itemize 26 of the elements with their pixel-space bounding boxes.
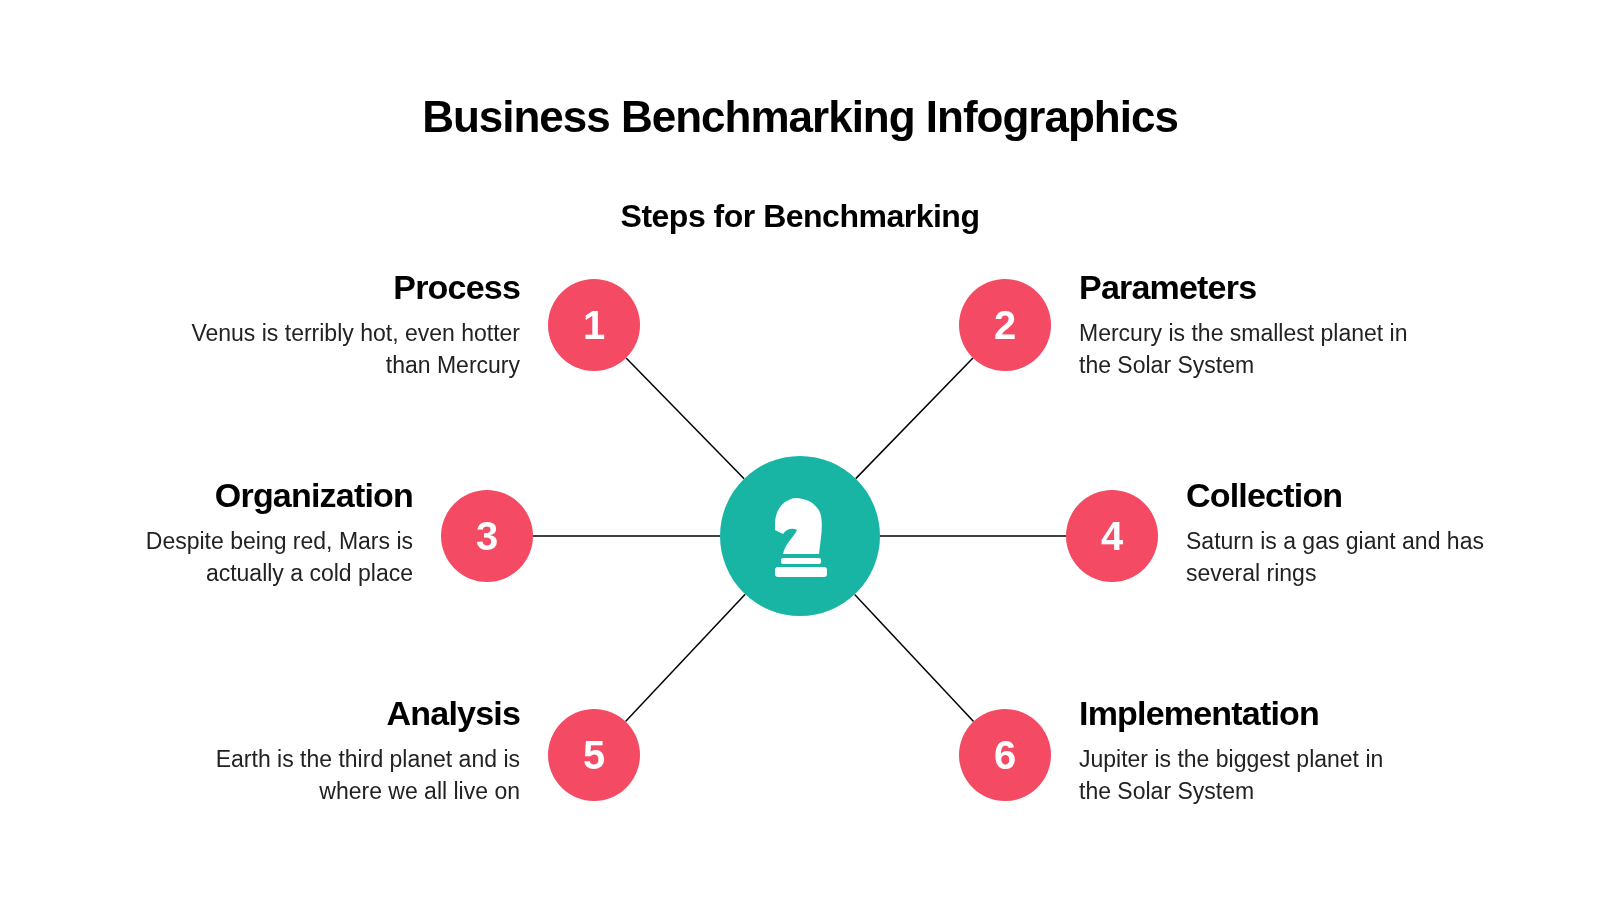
step-description: Jupiter is the biggest planet in the Solar System xyxy=(1079,745,1385,806)
step-heading: Collection xyxy=(1186,476,1344,515)
connector-line xyxy=(855,357,974,480)
step-number-circle: 6 xyxy=(959,709,1051,801)
step-description: Mercury is the smallest planet in the Solar System xyxy=(1079,319,1409,380)
step-heading: Process xyxy=(392,268,520,307)
connector-line xyxy=(853,593,975,723)
step-heading: Parameters xyxy=(1079,268,1258,307)
step-number-circle: 3 xyxy=(441,490,533,582)
step-description: Saturn is a gas giant and has several rings xyxy=(1186,527,1485,588)
step-number-circle: 5 xyxy=(548,709,640,801)
subtitle: Steps for Benchmarking xyxy=(620,198,980,235)
step-description: Despite being red, Mars is actually a cold place xyxy=(144,527,413,588)
step-number-circle: 1 xyxy=(548,279,640,371)
connector-line xyxy=(532,535,721,537)
connector-line xyxy=(879,535,1067,537)
connector-line xyxy=(625,357,745,480)
title: Business Benchmarking Infographics xyxy=(422,92,1178,142)
step-heading: Analysis xyxy=(385,694,520,733)
step-description: Venus is terribly hot, even hotter than Mercury xyxy=(190,319,520,380)
step-description: Earth is the third planet and is where we all live on xyxy=(214,745,520,806)
step-heading: Organization xyxy=(213,476,413,515)
step-number-circle: 4 xyxy=(1066,490,1158,582)
step-heading: Implementation xyxy=(1079,694,1321,733)
connector-line xyxy=(624,593,746,723)
step-number-circle: 2 xyxy=(959,279,1051,371)
